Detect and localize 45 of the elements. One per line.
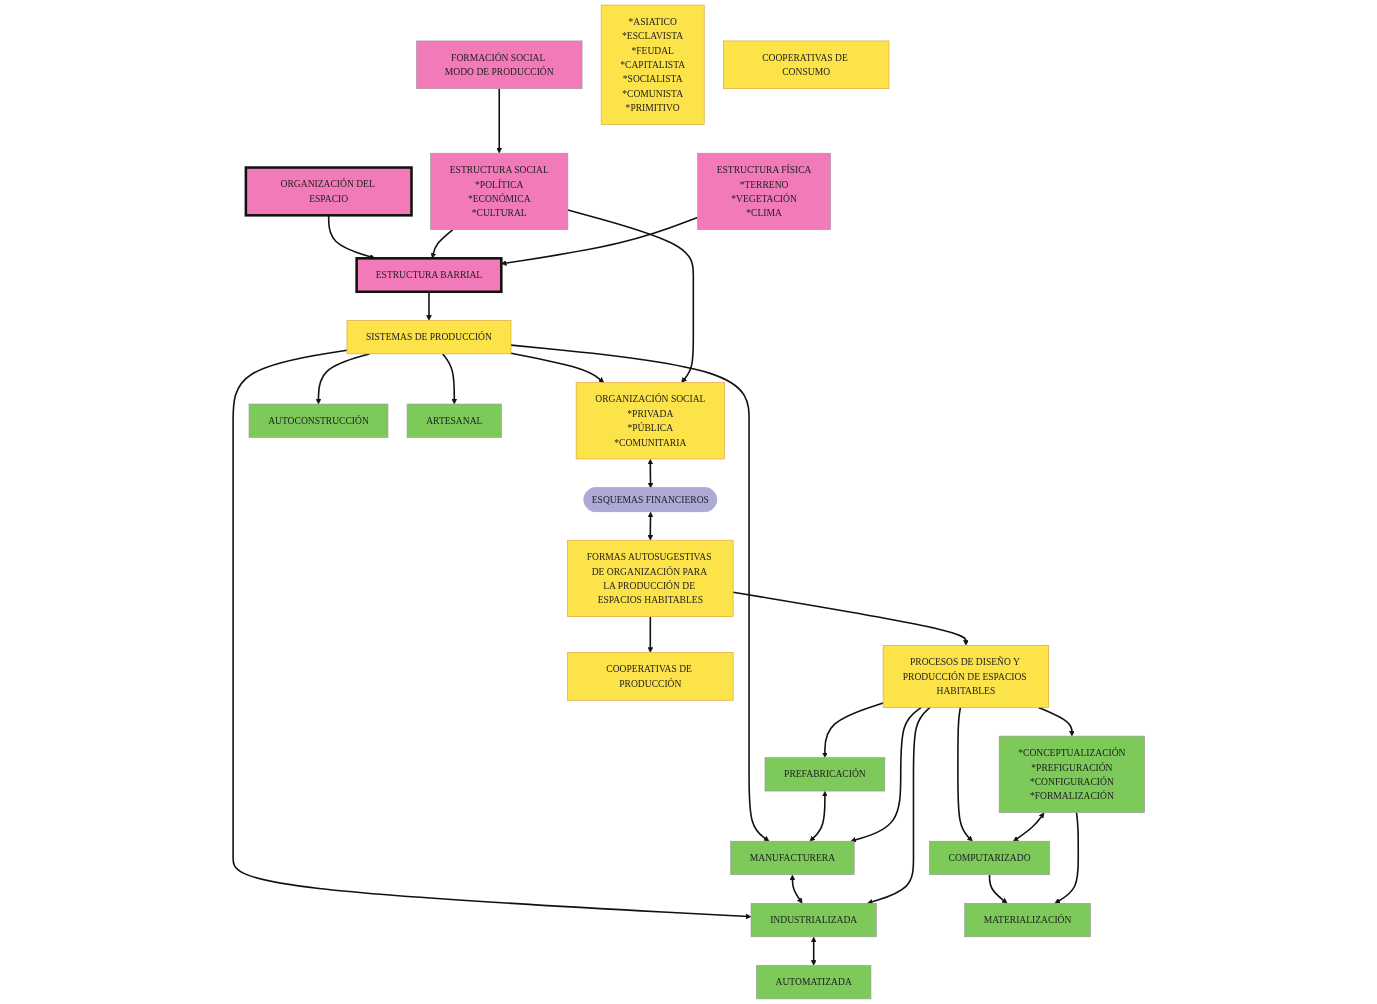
arrow: [496, 87, 502, 154]
arrow: [430, 228, 454, 259]
node-box: INDUSTRIALIZADA: [750, 903, 877, 938]
node-box: PREFABRICACIÓN: [764, 757, 885, 792]
arrow: [231, 349, 751, 920]
arrow: [988, 873, 1007, 904]
arrow: [315, 353, 370, 405]
arrow: [441, 353, 457, 405]
node-box: AUTOMATIZADA: [755, 965, 871, 1000]
arrow: [810, 936, 817, 966]
arrow: [1012, 812, 1044, 842]
arrow: [509, 344, 769, 842]
node-box: ORGANIZACIÓN DEL ESPACIO: [244, 166, 413, 217]
node-box: PROCESOS DE DISEÑO Y PRODUCCIÓN DE ESPACIOS HABITABLES: [882, 645, 1049, 708]
node-box: *CONCEPTUALIZACIÓN *PREFIGURACIÓN *CONFIGURACIÓN *FORMALIZACIÓN: [998, 735, 1145, 813]
node-box: MANUFACTURERA: [729, 840, 855, 875]
arrow: [500, 216, 698, 266]
node-box: FORMAS AUTOSUGESTIVAS DE ORGANIZACIÓN PARA LA PRODUCCIÓN DE ESPACIOS HABITABLES: [566, 539, 734, 617]
arrow: [647, 615, 653, 653]
node-box: COMPUTARIZADO: [928, 840, 1050, 875]
arrow: [809, 791, 828, 842]
arrow: [731, 591, 969, 646]
arrow: [566, 209, 694, 383]
node-box: ORGANIZACIÓN SOCIAL *PRIVADA *PÚBLICA *COMUNITARIA: [575, 382, 725, 460]
arrow: [789, 874, 803, 904]
arrow: [821, 702, 884, 758]
node-box: ESTRUCTURA SOCIAL *POLÍTICA *ECONÓMICA *CULTURAL: [429, 152, 568, 230]
node-box: COOPERATIVAS DE PRODUCCIÓN: [566, 652, 734, 701]
node-box: ARTESANAL: [406, 403, 502, 438]
node-box: ESTRUCTURA BARRIAL: [355, 257, 503, 294]
arrow: [647, 511, 653, 541]
arrow: [850, 706, 922, 843]
arrow: [1054, 811, 1079, 904]
node-box: MATERIALIZACIÓN: [963, 903, 1091, 938]
node-box: *ASIATICO *ESCLAVISTA *FEUDAL *CAPITALISTA *SOCIALISTA *COMUNISTA *PRIMITIVO: [600, 4, 705, 125]
arrow: [647, 459, 653, 489]
arrow: [866, 706, 931, 905]
node-box: AUTOCONSTRUCCIÓN: [248, 403, 388, 438]
node-box: ESTRUCTURA FÍSICA *TERRENO *VEGETACIÓN *CLIMA: [696, 152, 831, 230]
node-box: FORMACIÓN SOCIAL MODO DE PRODUCCIÓN: [415, 40, 582, 90]
node-box: SISTEMAS DE PRODUCCIÓN: [346, 320, 511, 355]
arrow: [956, 706, 973, 842]
node-box: COOPERATIVAS DE CONSUMO: [722, 40, 889, 90]
arrow: [1037, 706, 1075, 737]
arrow: [509, 352, 604, 383]
